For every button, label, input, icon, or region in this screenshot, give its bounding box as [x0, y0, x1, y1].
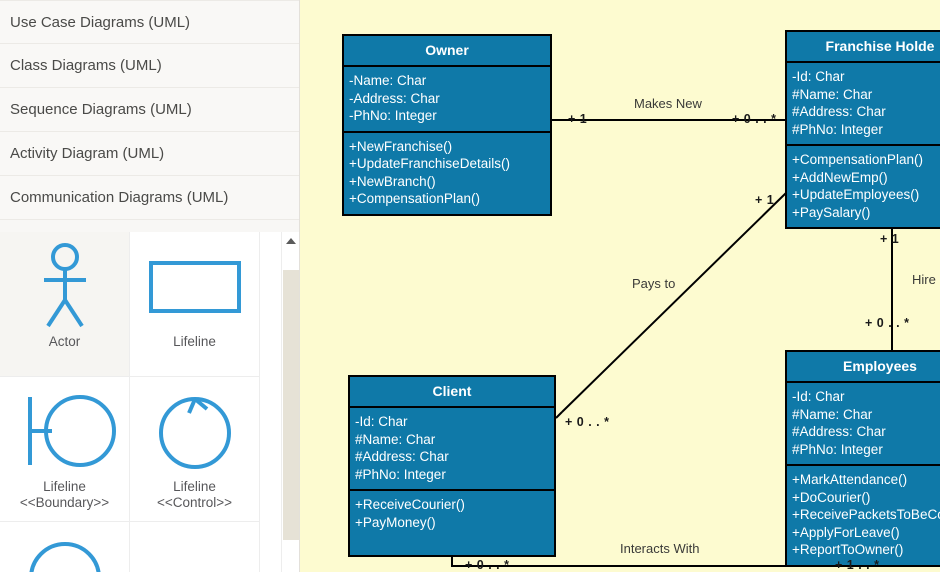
palette-item-partial[interactable]: [130, 522, 260, 572]
palette-item-lifeline-boundary[interactable]: Lifeline <<Boundary>>: [0, 377, 130, 522]
multiplicity-hire-source: + 1: [880, 232, 900, 246]
palette-item-label: Actor: [48, 334, 81, 349]
class-attribute: -PhNo: Integer: [349, 108, 437, 123]
class-attribute: #Address: Char: [792, 424, 886, 439]
class-attributes: -Id: Char #Name: Char #Address: Char #Ph…: [787, 383, 940, 466]
class-box-client[interactable]: Client -Id: Char #Name: Char #Address: C…: [348, 375, 556, 557]
class-operation: +DoCourier(): [792, 489, 871, 505]
class-title: Client: [350, 377, 554, 408]
class-operation: +ReportToOwner(): [792, 542, 904, 557]
palette-item-label-line2: <<Control>>: [156, 495, 233, 510]
class-operation: +AddNewEmp(): [792, 169, 888, 185]
lifeline-rectangle-icon: [145, 240, 245, 332]
palette-item-lifeline[interactable]: Lifeline: [130, 232, 260, 377]
class-attribute: #Address: Char: [792, 104, 886, 119]
lifeline-entity-icon: [10, 530, 120, 572]
scrollbar-thumb[interactable]: [283, 270, 299, 540]
palette-row: Lifeline <<Boundary>> Lifeline: [0, 377, 281, 522]
class-operation: +ReceivePacketsToBeCo: [792, 507, 940, 522]
class-operation: +MarkAttendance(): [792, 472, 908, 487]
shape-palette[interactable]: Actor Lifeline: [0, 232, 281, 572]
class-attribute: #Name: Char: [792, 406, 873, 422]
class-attribute: #PhNo: Integer: [355, 466, 446, 482]
sidebar-item-communication-diagrams[interactable]: Communication Diagrams (UML): [0, 176, 299, 220]
class-operation: +CompensationPlan(): [349, 191, 480, 206]
multiplicity-interacts-with-target: + 1 . . *: [835, 558, 880, 572]
scroll-up-arrow-icon[interactable]: [282, 232, 299, 250]
class-operation: +PaySalary(): [792, 204, 871, 220]
class-attributes: -Name: Char -Address: Char -PhNo: Intege…: [344, 67, 550, 133]
diagram-canvas[interactable]: Owner -Name: Char -Address: Char -PhNo: …: [300, 0, 940, 572]
palette-item-label-line2: <<Boundary>>: [19, 495, 110, 510]
palette-item-partial[interactable]: [0, 522, 130, 572]
multiplicity-makes-new-source: + 1: [568, 112, 588, 126]
multiplicity-makes-new-target: + 0 . . *: [732, 112, 777, 126]
class-box-employees[interactable]: Employees -Id: Char #Name: Char #Address…: [785, 350, 940, 567]
palette-item-label-line1: Lifeline: [43, 479, 86, 494]
class-attribute: #Name: Char: [792, 86, 873, 102]
class-operation: +ApplyForLeave(): [792, 524, 900, 540]
class-operations: +NewFranchise() +UpdateFranchiseDetails(…: [344, 133, 550, 214]
relationship-label-hire: Hire: [912, 272, 936, 287]
class-title: Owner: [344, 36, 550, 67]
multiplicity-hire-target: + 0 . . *: [865, 316, 910, 330]
class-operation: +PayMoney(): [355, 514, 436, 530]
class-operation: +UpdateEmployees(): [792, 187, 920, 202]
scrollbar-track[interactable]: [282, 250, 299, 572]
class-title: Franchise Holde: [787, 32, 940, 63]
class-operation: +NewFranchise(): [349, 138, 453, 154]
class-operations: +CompensationPlan() +AddNewEmp() +Update…: [787, 146, 940, 227]
class-attribute: -Address: Char: [349, 90, 440, 106]
relationship-label-makes-new: Makes New: [634, 96, 702, 111]
sidebar-item-activity-diagram[interactable]: Activity Diagram (UML): [0, 132, 299, 176]
class-attribute: -Id: Char: [792, 389, 845, 404]
palette-item-label: Lifeline <<Boundary>>: [20, 479, 109, 511]
class-attribute: #Address: Char: [355, 449, 449, 464]
multiplicity-interacts-with-source: + 0 . . *: [465, 558, 510, 572]
class-attribute: -Id: Char: [792, 69, 845, 84]
lifeline-control-icon: [145, 385, 245, 477]
lifeline-boundary-icon: [10, 385, 120, 477]
sidebar-item-class-diagrams[interactable]: Class Diagrams (UML): [0, 44, 299, 88]
class-operations: +ReceiveCourier() +PayMoney(): [350, 491, 554, 555]
multiplicity-pays-to-source: + 0 . . *: [565, 415, 610, 429]
class-attributes: -Id: Char #Name: Char #Address: Char #Ph…: [787, 63, 940, 146]
palette-item-lifeline-control[interactable]: Lifeline <<Control>>: [130, 377, 260, 522]
palette-scrollbar[interactable]: [281, 232, 299, 572]
class-operation: +NewBranch(): [349, 173, 436, 189]
left-panel: Use Case Diagrams (UML) Class Diagrams (…: [0, 0, 300, 572]
relationship-label-interacts-with: Interacts With: [620, 541, 700, 556]
class-operation: +CompensationPlan(): [792, 152, 923, 167]
class-attribute: -Id: Char: [355, 414, 408, 429]
relationship-label-pays-to: Pays to: [632, 276, 676, 291]
class-attributes: -Id: Char #Name: Char #Address: Char #Ph…: [350, 408, 554, 491]
class-operation: +ReceiveCourier(): [355, 497, 465, 512]
class-box-owner[interactable]: Owner -Name: Char -Address: Char -PhNo: …: [342, 34, 552, 216]
class-attribute: #Name: Char: [355, 431, 436, 447]
class-operations: +MarkAttendance() +DoCourier() +ReceiveP…: [787, 466, 940, 565]
class-title: Employees: [787, 352, 940, 383]
multiplicity-pays-to-target: + 1: [755, 193, 775, 207]
sidebar-item-sequence-diagrams[interactable]: Sequence Diagrams (UML): [0, 88, 299, 132]
sidebar-item-use-case-diagrams[interactable]: Use Case Diagrams (UML): [0, 0, 299, 44]
class-attribute: #PhNo: Integer: [792, 121, 883, 137]
actor-stick-figure-icon: [25, 240, 105, 332]
diagram-category-list: Use Case Diagrams (UML) Class Diagrams (…: [0, 0, 299, 220]
palette-item-label: Lifeline: [173, 334, 216, 349]
palette-item-label: Lifeline <<Control>>: [157, 479, 232, 511]
class-box-franchise-holder[interactable]: Franchise Holde -Id: Char #Name: Char #A…: [785, 30, 940, 229]
palette-row: Actor Lifeline: [0, 232, 281, 377]
palette-item-actor[interactable]: Actor: [0, 232, 130, 377]
palette-row: [0, 522, 281, 572]
class-attribute: #PhNo: Integer: [792, 441, 883, 457]
palette-item-label-line1: Lifeline: [173, 479, 216, 494]
class-operation: +UpdateFranchiseDetails(): [349, 156, 510, 171]
class-attribute: -Name: Char: [349, 73, 427, 88]
